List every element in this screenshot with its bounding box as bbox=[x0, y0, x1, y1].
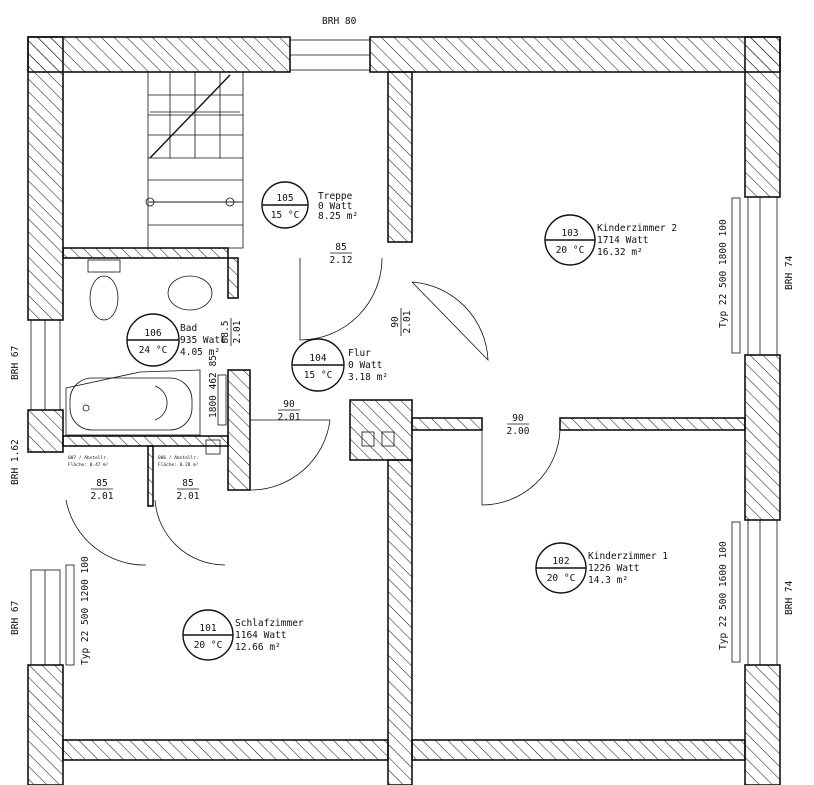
radiators bbox=[65, 197, 741, 666]
svg-text:Flur: Flur bbox=[348, 348, 371, 359]
brh-left-mid: BRH 1.62 bbox=[10, 439, 21, 485]
brh-top: BRH 80 bbox=[322, 16, 357, 27]
radiator-label: 1800 462 85 bbox=[208, 355, 219, 418]
svg-text:90: 90 bbox=[390, 316, 401, 328]
svg-text:90: 90 bbox=[283, 399, 295, 410]
door-label: 85 2.01 bbox=[91, 478, 114, 502]
svg-text:0 Watt: 0 Watt bbox=[348, 360, 382, 371]
svg-text:Treppe: Treppe bbox=[318, 191, 353, 202]
svg-text:Schlafzimmer: Schlafzimmer bbox=[235, 618, 304, 629]
svg-text:006 / Abstellr.: 006 / Abstellr. bbox=[158, 455, 199, 461]
svg-text:0 Watt: 0 Watt bbox=[318, 201, 352, 212]
bathroom-fixtures bbox=[65, 259, 213, 436]
door-label: 88.5 2.01 bbox=[220, 318, 243, 346]
svg-text:20 °C: 20 °C bbox=[547, 573, 576, 584]
room-105: 105 15 °C Treppe 0 Watt 8.25 m² bbox=[261, 181, 358, 229]
svg-text:20 °C: 20 °C bbox=[194, 640, 223, 651]
svg-text:104: 104 bbox=[309, 353, 326, 364]
walls bbox=[27, 36, 781, 785]
door-label: 90 2.00 bbox=[507, 413, 530, 437]
svg-text:85: 85 bbox=[182, 478, 193, 489]
room-102: 102 20 °C Kinderzimmer 1 1226 Watt 14.3 … bbox=[535, 542, 668, 594]
svg-text:2.01: 2.01 bbox=[91, 491, 114, 502]
brh-right-upper: BRH 74 bbox=[784, 255, 795, 290]
door-label: 85 2.01 bbox=[177, 478, 200, 502]
svg-text:2.01: 2.01 bbox=[177, 491, 200, 502]
windows bbox=[30, 39, 778, 666]
room-103: 103 20 °C Kinderzimmer 2 1714 Watt 16.32… bbox=[544, 214, 677, 266]
svg-text:85: 85 bbox=[335, 242, 346, 253]
storage-007: 007 / Abstellr. Fläche: 0.47 m² bbox=[68, 455, 109, 468]
storage-006: 006 / Abstellr. Fläche: 0.28 m² bbox=[158, 455, 199, 468]
svg-text:3.18 m²: 3.18 m² bbox=[348, 372, 388, 383]
svg-text:15 °C: 15 °C bbox=[271, 210, 300, 221]
svg-text:16.32 m²: 16.32 m² bbox=[597, 247, 643, 258]
svg-text:101: 101 bbox=[199, 623, 216, 634]
svg-text:007 / Abstellr.: 007 / Abstellr. bbox=[68, 455, 109, 461]
room-106: 106 24 °C Bad 935 Watt 4.05 m² bbox=[126, 313, 226, 367]
door-label: 85 2.12 bbox=[330, 242, 353, 266]
svg-text:4.05 m²: 4.05 m² bbox=[180, 347, 220, 358]
svg-text:Kinderzimmer 2: Kinderzimmer 2 bbox=[597, 223, 677, 234]
svg-text:2.12: 2.12 bbox=[330, 255, 353, 266]
svg-text:Kinderzimmer 1: Kinderzimmer 1 bbox=[588, 551, 668, 562]
svg-text:103: 103 bbox=[561, 228, 578, 239]
door-label: 90 2.01 bbox=[390, 308, 413, 336]
radiator-label: Typ 22 500 1200 100 bbox=[80, 556, 91, 665]
radiator-label: Typ 22 500 1600 100 bbox=[718, 541, 729, 650]
staircase bbox=[145, 71, 244, 249]
svg-text:Fläche: 0.28 m²: Fläche: 0.28 m² bbox=[158, 462, 199, 468]
svg-text:85: 85 bbox=[96, 478, 107, 489]
brh-right-lower: BRH 74 bbox=[784, 580, 795, 615]
svg-text:2.01: 2.01 bbox=[232, 320, 243, 343]
svg-text:12.66 m²: 12.66 m² bbox=[235, 642, 281, 653]
brh-left-lower: BRH 67 bbox=[10, 601, 21, 635]
svg-text:24 °C: 24 °C bbox=[139, 345, 168, 356]
room-101: 101 20 °C Schlafzimmer 1164 Watt 12.66 m… bbox=[182, 609, 304, 661]
door-label: 90 2.01 bbox=[278, 399, 301, 423]
brh-left-upper: BRH 67 bbox=[10, 346, 21, 380]
svg-text:102: 102 bbox=[552, 556, 569, 567]
svg-text:2.01: 2.01 bbox=[278, 412, 301, 423]
svg-text:1164 Watt: 1164 Watt bbox=[235, 630, 286, 641]
svg-text:105: 105 bbox=[276, 193, 293, 204]
svg-text:1226 Watt: 1226 Watt bbox=[588, 563, 639, 574]
radiator-label: Typ 22 500 1800 100 bbox=[718, 219, 729, 328]
svg-text:935 Watt: 935 Watt bbox=[180, 335, 226, 346]
svg-text:2.01: 2.01 bbox=[402, 310, 413, 333]
svg-text:Fläche: 0.47 m²: Fläche: 0.47 m² bbox=[68, 462, 109, 468]
svg-text:1714 Watt: 1714 Watt bbox=[597, 235, 648, 246]
svg-text:14.3 m²: 14.3 m² bbox=[588, 575, 628, 586]
svg-text:106: 106 bbox=[144, 328, 161, 339]
room-104: 104 15 °C Flur 0 Watt 3.18 m² bbox=[291, 338, 388, 392]
svg-text:Bad: Bad bbox=[180, 323, 197, 334]
svg-text:2.00: 2.00 bbox=[507, 426, 530, 437]
svg-text:15 °C: 15 °C bbox=[304, 370, 333, 381]
svg-text:88.5: 88.5 bbox=[220, 321, 231, 344]
svg-text:90: 90 bbox=[512, 413, 524, 424]
door-swings bbox=[65, 257, 561, 566]
svg-text:8.25 m²: 8.25 m² bbox=[318, 211, 358, 222]
svg-text:20 °C: 20 °C bbox=[556, 245, 585, 256]
